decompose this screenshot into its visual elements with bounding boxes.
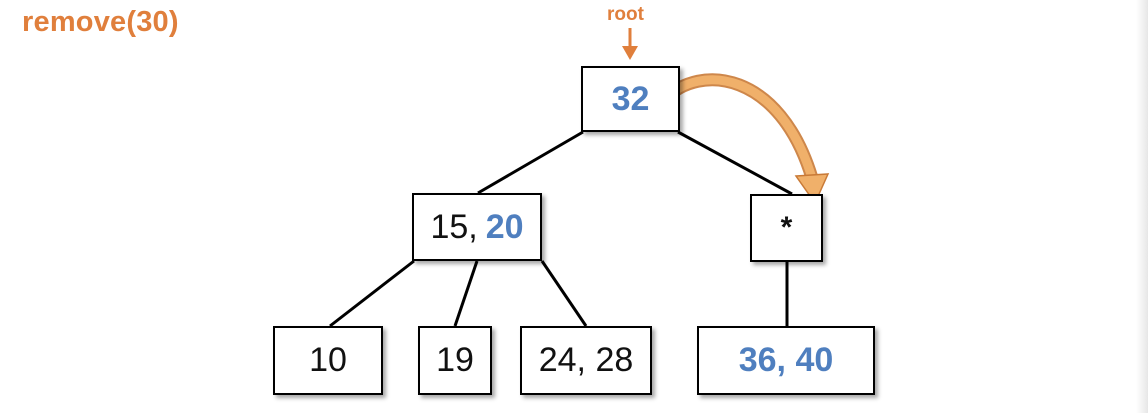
move-arrow bbox=[657, 73, 830, 205]
tree-node-root: 32 bbox=[581, 66, 680, 132]
tree-leaf-36-40: 36, 40 bbox=[697, 326, 875, 395]
tree-leaf-10: 10 bbox=[273, 326, 383, 395]
edge-left-2428 bbox=[540, 260, 588, 327]
node-value: 24, 28 bbox=[538, 341, 634, 379]
node-value-highlight: 36, 40 bbox=[738, 341, 834, 379]
tree-node-left: 15, 20 bbox=[412, 193, 542, 261]
slide-edge-shadow bbox=[1136, 0, 1148, 413]
root-label: root bbox=[607, 4, 644, 25]
node-value: 32 bbox=[611, 79, 650, 118]
empty-marker: * bbox=[780, 211, 793, 244]
node-value-highlight: 20 bbox=[485, 207, 524, 246]
tree-node-empty: * bbox=[750, 194, 823, 262]
node-value: 10 bbox=[309, 341, 347, 379]
node-value: 15, bbox=[430, 207, 478, 246]
edge-left-19 bbox=[453, 260, 479, 327]
slide-title: remove(30) bbox=[22, 6, 179, 38]
tree-leaf-19: 19 bbox=[418, 326, 492, 395]
root-pointer-arrow bbox=[622, 28, 638, 60]
edge-root-star bbox=[677, 130, 793, 196]
node-value: 19 bbox=[436, 341, 474, 379]
edge-root-left bbox=[477, 130, 584, 195]
edge-left-10 bbox=[329, 259, 415, 328]
tree-leaf-24-28: 24, 28 bbox=[520, 326, 652, 395]
